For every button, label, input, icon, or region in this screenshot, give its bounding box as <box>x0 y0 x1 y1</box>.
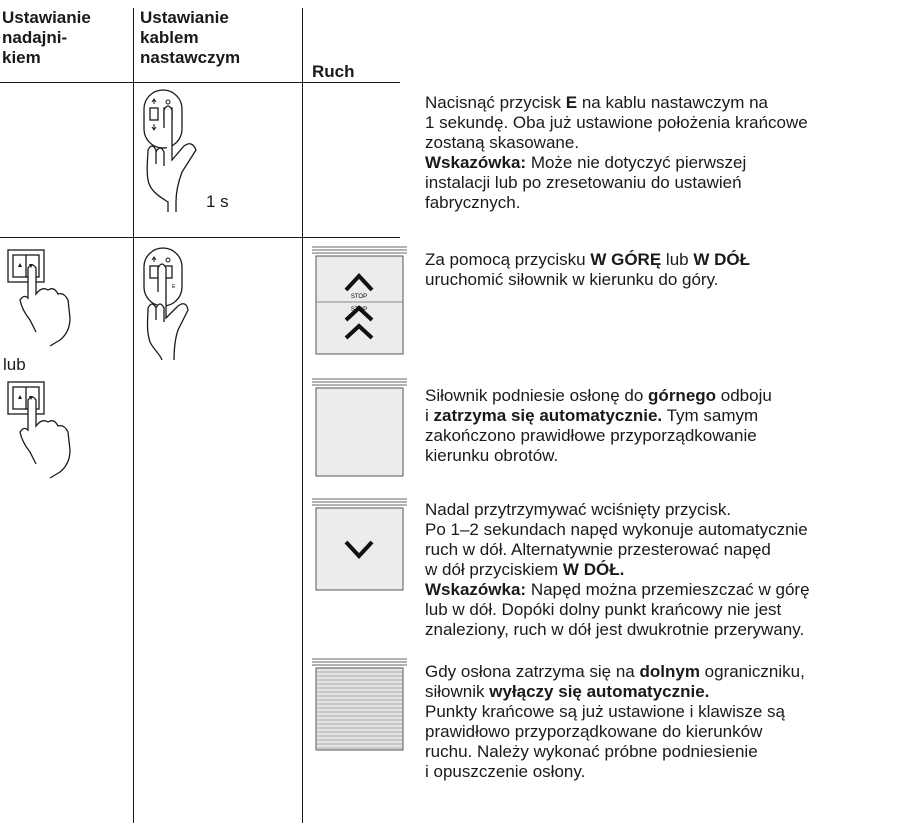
step-4-text: Nadal przytrzymywać wciśnięty przycisk.P… <box>425 500 910 640</box>
instruction-text: wyłączy się automatycznie. <box>489 682 710 701</box>
step-3-text: Siłownik podniesie osłonę do górnego odb… <box>425 386 910 466</box>
instruction-line: kierunku obrotów. <box>425 446 910 466</box>
instruction-line: Gdy osłona zatrzyma się na dolnym ograni… <box>425 662 910 682</box>
instruction-text: Punkty krańcowe są już ustawione i klawi… <box>425 702 785 721</box>
stop-label: STOP <box>351 307 367 313</box>
setting-cable-hand-icon <box>143 89 197 212</box>
step-5-text: Gdy osłona zatrzyma się na dolnym ograni… <box>425 662 910 782</box>
header-col-transmitter-line: kiem <box>2 48 41 67</box>
instruction-line: fabrycznych. <box>425 193 910 213</box>
stop-label: STOP <box>351 294 367 300</box>
header-col-cable-line: nastawczym <box>140 48 241 67</box>
instruction-text: Gdy osłona zatrzyma się na <box>425 662 640 681</box>
instruction-line: w dół przyciskiem W DÓŁ. <box>425 560 910 580</box>
remote-hand-icon <box>7 249 71 347</box>
remote-hand-icon <box>7 381 71 479</box>
instruction-text: uruchomić siłownik w kierunku do góry. <box>425 270 719 289</box>
header-col-transmitter-line: Ustawianie <box>2 8 91 27</box>
instruction-line: Wskazówka: Może nie dotyczyć pierwszej <box>425 153 910 173</box>
instruction-text: na kablu nastawczym na <box>577 93 768 112</box>
instruction-line: Siłownik podniesie osłonę do górnego odb… <box>425 386 910 406</box>
header-col-movement: Ruch <box>312 62 355 81</box>
instruction-line: ruch w dół. Alternatywnie przesterować n… <box>425 540 910 560</box>
header-col-transmitter-line: nadajni- <box>2 28 68 47</box>
instruction-text: Nadal przytrzymywać wciśnięty przycisk. <box>425 500 732 519</box>
instruction-line: Nacisnąć przycisk E na kablu nastawczym … <box>425 93 910 113</box>
instruction-line: Wskazówka: Napęd można przemieszczać w g… <box>425 580 910 600</box>
instruction-text: Po 1–2 sekundach napęd wykonuje automaty… <box>425 520 808 539</box>
instruction-line: 1 sekundę. Oba już ustawione położenia k… <box>425 113 910 133</box>
instruction-text: Może nie dotyczyć pierwszej <box>526 153 747 172</box>
instruction-text: siłownik <box>425 682 490 701</box>
instruction-text: zostaną skasowane. <box>425 133 580 152</box>
shutter-down-icon <box>312 498 407 591</box>
column-divider <box>302 8 303 823</box>
instruction-text: w dół przyciskiem <box>425 560 563 579</box>
instruction-text: instalacji lub po zresetowaniu do ustawi… <box>425 173 742 192</box>
instruction-line: uruchomić siłownik w kierunku do góry. <box>425 270 910 290</box>
instruction-text: zatrzyma się automatycznie. <box>433 406 663 425</box>
instruction-line: zakończono prawidłowe przyporządkowanie <box>425 426 910 446</box>
instruction-line: znaleziony, ruch w dół jest dwukrotnie p… <box>425 620 910 640</box>
instruction-text: W GÓRĘ <box>590 250 662 269</box>
instruction-text: znaleziony, ruch w dół jest dwukrotnie p… <box>425 620 805 639</box>
instruction-text: ograniczniku, <box>699 662 805 681</box>
instruction-line: lub w dół. Dopóki dolny punkt krańcowy n… <box>425 600 910 620</box>
instruction-text: Za pomocą przycisku <box>425 250 591 269</box>
instruction-text: zakończono prawidłowe przyporządkowanie <box>425 426 757 445</box>
instruction-text: i opuszczenie osłony. <box>425 762 586 781</box>
instruction-line: siłownik wyłączy się automatycznie. <box>425 682 910 702</box>
instruction-text: fabrycznych. <box>425 193 521 212</box>
instruction-text: kierunku obrotów. <box>425 446 559 465</box>
instruction-text: górnego <box>648 386 717 405</box>
setting-cable-hand-icon: E <box>143 247 189 361</box>
header-col-transmitter: Ustawianie nadajni- kiem <box>2 8 91 68</box>
instruction-text: E <box>565 93 578 112</box>
instruction-text: 1 sekundę. Oba już ustawione położenia k… <box>425 113 808 132</box>
instruction-text: ruchu. Należy wykonać próbne podniesieni… <box>425 742 758 761</box>
header-col-cable-line: kablem <box>140 28 199 47</box>
or-label: lub <box>3 355 26 374</box>
header-col-cable: Ustawianie kablem nastawczym <box>140 8 240 68</box>
instruction-line: Za pomocą przycisku W GÓRĘ lub W DÓŁ <box>425 250 910 270</box>
instruction-line: Po 1–2 sekundach napęd wykonuje automaty… <box>425 520 910 540</box>
cable-button-e-label: E <box>172 284 176 290</box>
instruction-line: Punkty krańcowe są już ustawione i klawi… <box>425 702 910 722</box>
header-col-cable-line: Ustawianie <box>140 8 229 27</box>
instruction-line: i opuszczenie osłony. <box>425 762 910 782</box>
instruction-text: prawidłowo przyporządkowane do kierunków <box>425 722 763 741</box>
instruction-text: Wskazówka: <box>425 153 527 172</box>
instruction-text: W DÓŁ <box>693 250 750 269</box>
shutter-lowered-icon <box>312 658 407 751</box>
column-divider <box>133 8 134 823</box>
press-duration: 1 s <box>206 192 229 211</box>
instruction-text: Tym samym <box>662 406 759 425</box>
instruction-text: Siłownik podniesie osłonę do <box>425 386 649 405</box>
instruction-text: Nacisnąć przycisk <box>425 93 566 112</box>
row-divider <box>0 237 400 238</box>
instruction-text: ruch w dół. Alternatywnie przesterować n… <box>425 540 771 559</box>
instruction-text: i <box>425 406 434 425</box>
instruction-text: dolnym <box>639 662 700 681</box>
instruction-text: lub <box>661 250 694 269</box>
instruction-line: instalacji lub po zresetowaniu do ustawi… <box>425 173 910 193</box>
instruction-line: Nadal przytrzymywać wciśnięty przycisk. <box>425 500 910 520</box>
instruction-text: W DÓŁ. <box>562 560 625 579</box>
instruction-text: lub w dół. Dopóki dolny punkt krańcowy n… <box>425 600 782 619</box>
header-divider <box>0 82 400 83</box>
shutter-up-stop-icon: STOP STOP <box>312 246 407 355</box>
instruction-line: zostaną skasowane. <box>425 133 910 153</box>
instruction-line: ruchu. Należy wykonać próbne podniesieni… <box>425 742 910 762</box>
instruction-text: Napęd można przemieszczać w górę <box>526 580 810 599</box>
instruction-line: prawidłowo przyporządkowane do kierunków <box>425 722 910 742</box>
shutter-closed-icon <box>312 378 407 477</box>
instruction-text: Wskazówka: <box>425 580 527 599</box>
instruction-text: odboju <box>716 386 772 405</box>
step-1-text: Nacisnąć przycisk E na kablu nastawczym … <box>425 93 910 213</box>
instruction-line: i zatrzyma się automatycznie. Tym samym <box>425 406 910 426</box>
